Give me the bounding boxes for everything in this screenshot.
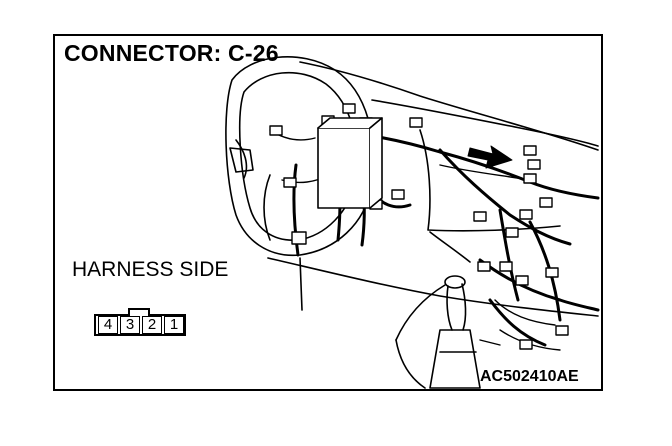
- figure-id: AC502410AE: [480, 368, 579, 385]
- steering-wheel: [225, 56, 375, 257]
- connector-title: CONNECTOR: C-26: [64, 40, 279, 66]
- connector-pin: 3: [120, 316, 140, 334]
- connector-pin: 1: [164, 316, 184, 334]
- connector-pinout: 4 3 2 1: [94, 308, 186, 336]
- wire-connectors: [269, 103, 569, 350]
- harness-side-label: HARNESS SIDE: [72, 258, 229, 281]
- connector-lock-tab: [128, 308, 150, 316]
- center-console: [395, 275, 481, 389]
- wiring-thin: [269, 129, 561, 351]
- dashboard-outline: [263, 61, 599, 317]
- location-arrow: [467, 145, 513, 169]
- connector-pin: 2: [142, 316, 162, 334]
- connector-pin: 4: [98, 316, 118, 334]
- relay-box: [317, 117, 383, 209]
